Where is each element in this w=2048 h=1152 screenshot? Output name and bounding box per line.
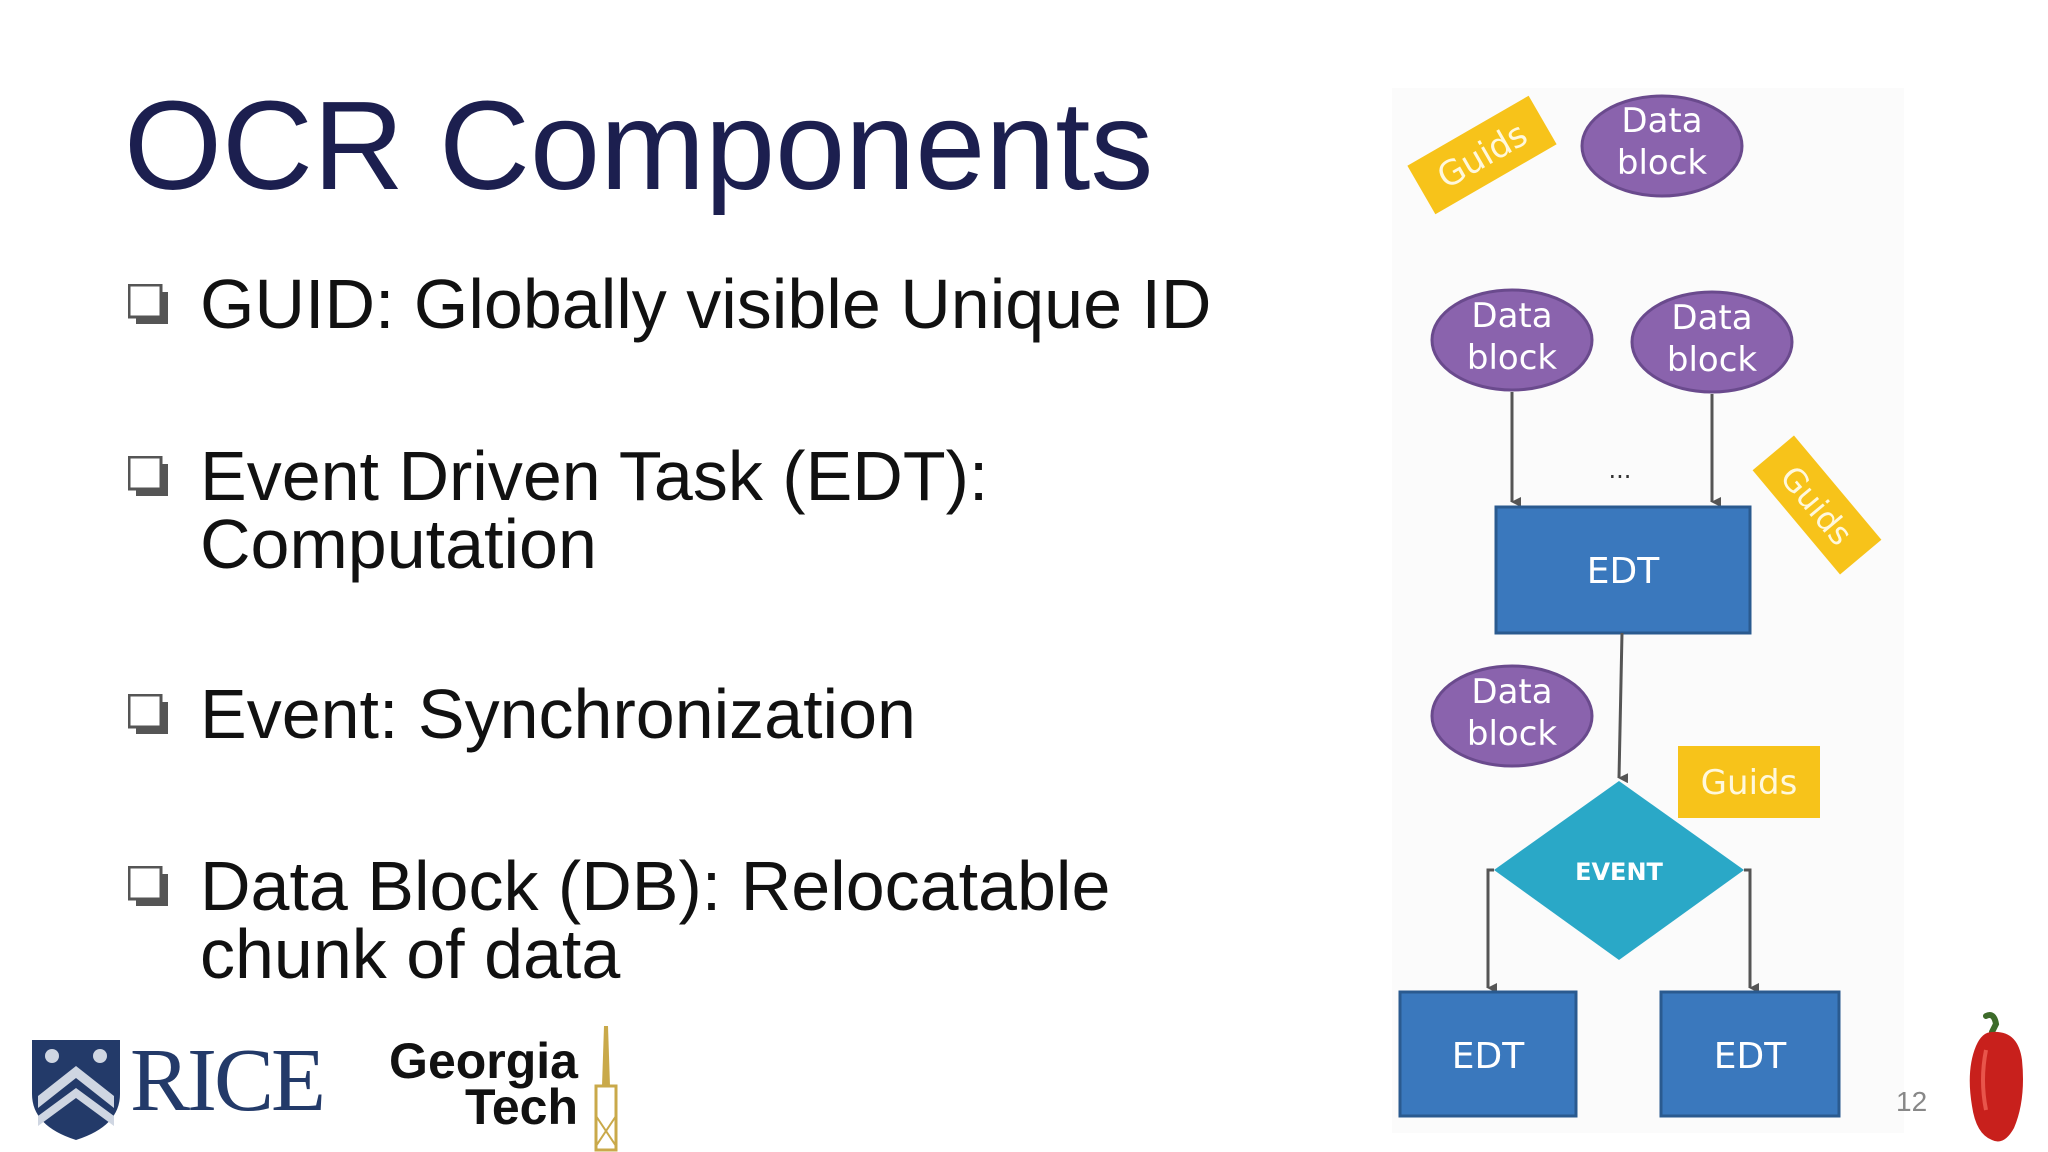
checkbox-bullet-icon	[128, 866, 168, 906]
data-block-line2: block	[1667, 340, 1758, 380]
tech-tower-icon	[594, 1026, 618, 1152]
guids-tag: Guids	[1678, 746, 1820, 818]
data-block: Data block	[1580, 94, 1744, 198]
checkbox-bullet-icon	[128, 456, 168, 496]
georgia-tech-line2: Tech	[465, 1079, 578, 1135]
guids-tag: Guids	[1407, 95, 1557, 215]
ocr-diagram: Guids Data block Data block Data block .…	[1392, 88, 1904, 1133]
data-block-line1: Data	[1671, 298, 1752, 338]
arrow	[1486, 868, 1497, 993]
edt-label: EDT	[1452, 1036, 1525, 1077]
rice-logo-text: RICE	[130, 1031, 326, 1130]
data-block-line1: Data	[1471, 672, 1552, 712]
page-number: 12	[1896, 1086, 1928, 1117]
data-block-line1: Data	[1621, 101, 1702, 141]
bullet-text-continued: Computation	[200, 505, 597, 583]
data-block-line1: Data	[1471, 296, 1552, 336]
bullet-text: Event: Synchronization	[200, 675, 916, 753]
event-label: EVENT	[1575, 858, 1663, 886]
bullet-text: Data Block (DB): Relocatable	[200, 847, 1111, 925]
checkbox-bullet-icon	[128, 284, 168, 324]
data-block-line2: block	[1467, 714, 1558, 754]
edt-label: EDT	[1714, 1036, 1787, 1077]
bullet-text: Event Driven Task (EDT):	[200, 437, 989, 515]
data-block: Data block	[1430, 664, 1594, 768]
data-block: Data block	[1430, 288, 1594, 392]
rice-shield-icon	[32, 1040, 120, 1140]
edt-label: EDT	[1587, 551, 1660, 592]
edt-box: EDT	[1659, 990, 1841, 1118]
edt-box: EDT	[1494, 505, 1752, 635]
data-block-line2: block	[1467, 338, 1558, 378]
georgia-tech-line1: Georgia	[389, 1033, 578, 1089]
data-block-line2: block	[1617, 143, 1708, 183]
arrow	[1744, 868, 1759, 993]
event-diamond: EVENT	[1494, 781, 1744, 960]
ellipsis: ...	[1609, 456, 1632, 484]
guids-label: Guids	[1701, 763, 1798, 803]
checkbox-bullet-icon	[128, 694, 168, 734]
guids-tag: Guids	[1752, 435, 1882, 575]
arrow	[1617, 632, 1629, 784]
habanero-pepper-icon	[1969, 1012, 2023, 1142]
bullet-text: GUID: Globally visible Unique ID	[200, 265, 1212, 343]
bullet-text-continued: chunk of data	[200, 915, 621, 993]
data-block: Data block	[1630, 290, 1794, 394]
georgia-tech-logo-text: Georgia Tech	[338, 1033, 578, 1135]
edt-box: EDT	[1398, 990, 1578, 1118]
slide-title: OCR Components	[124, 75, 1154, 216]
